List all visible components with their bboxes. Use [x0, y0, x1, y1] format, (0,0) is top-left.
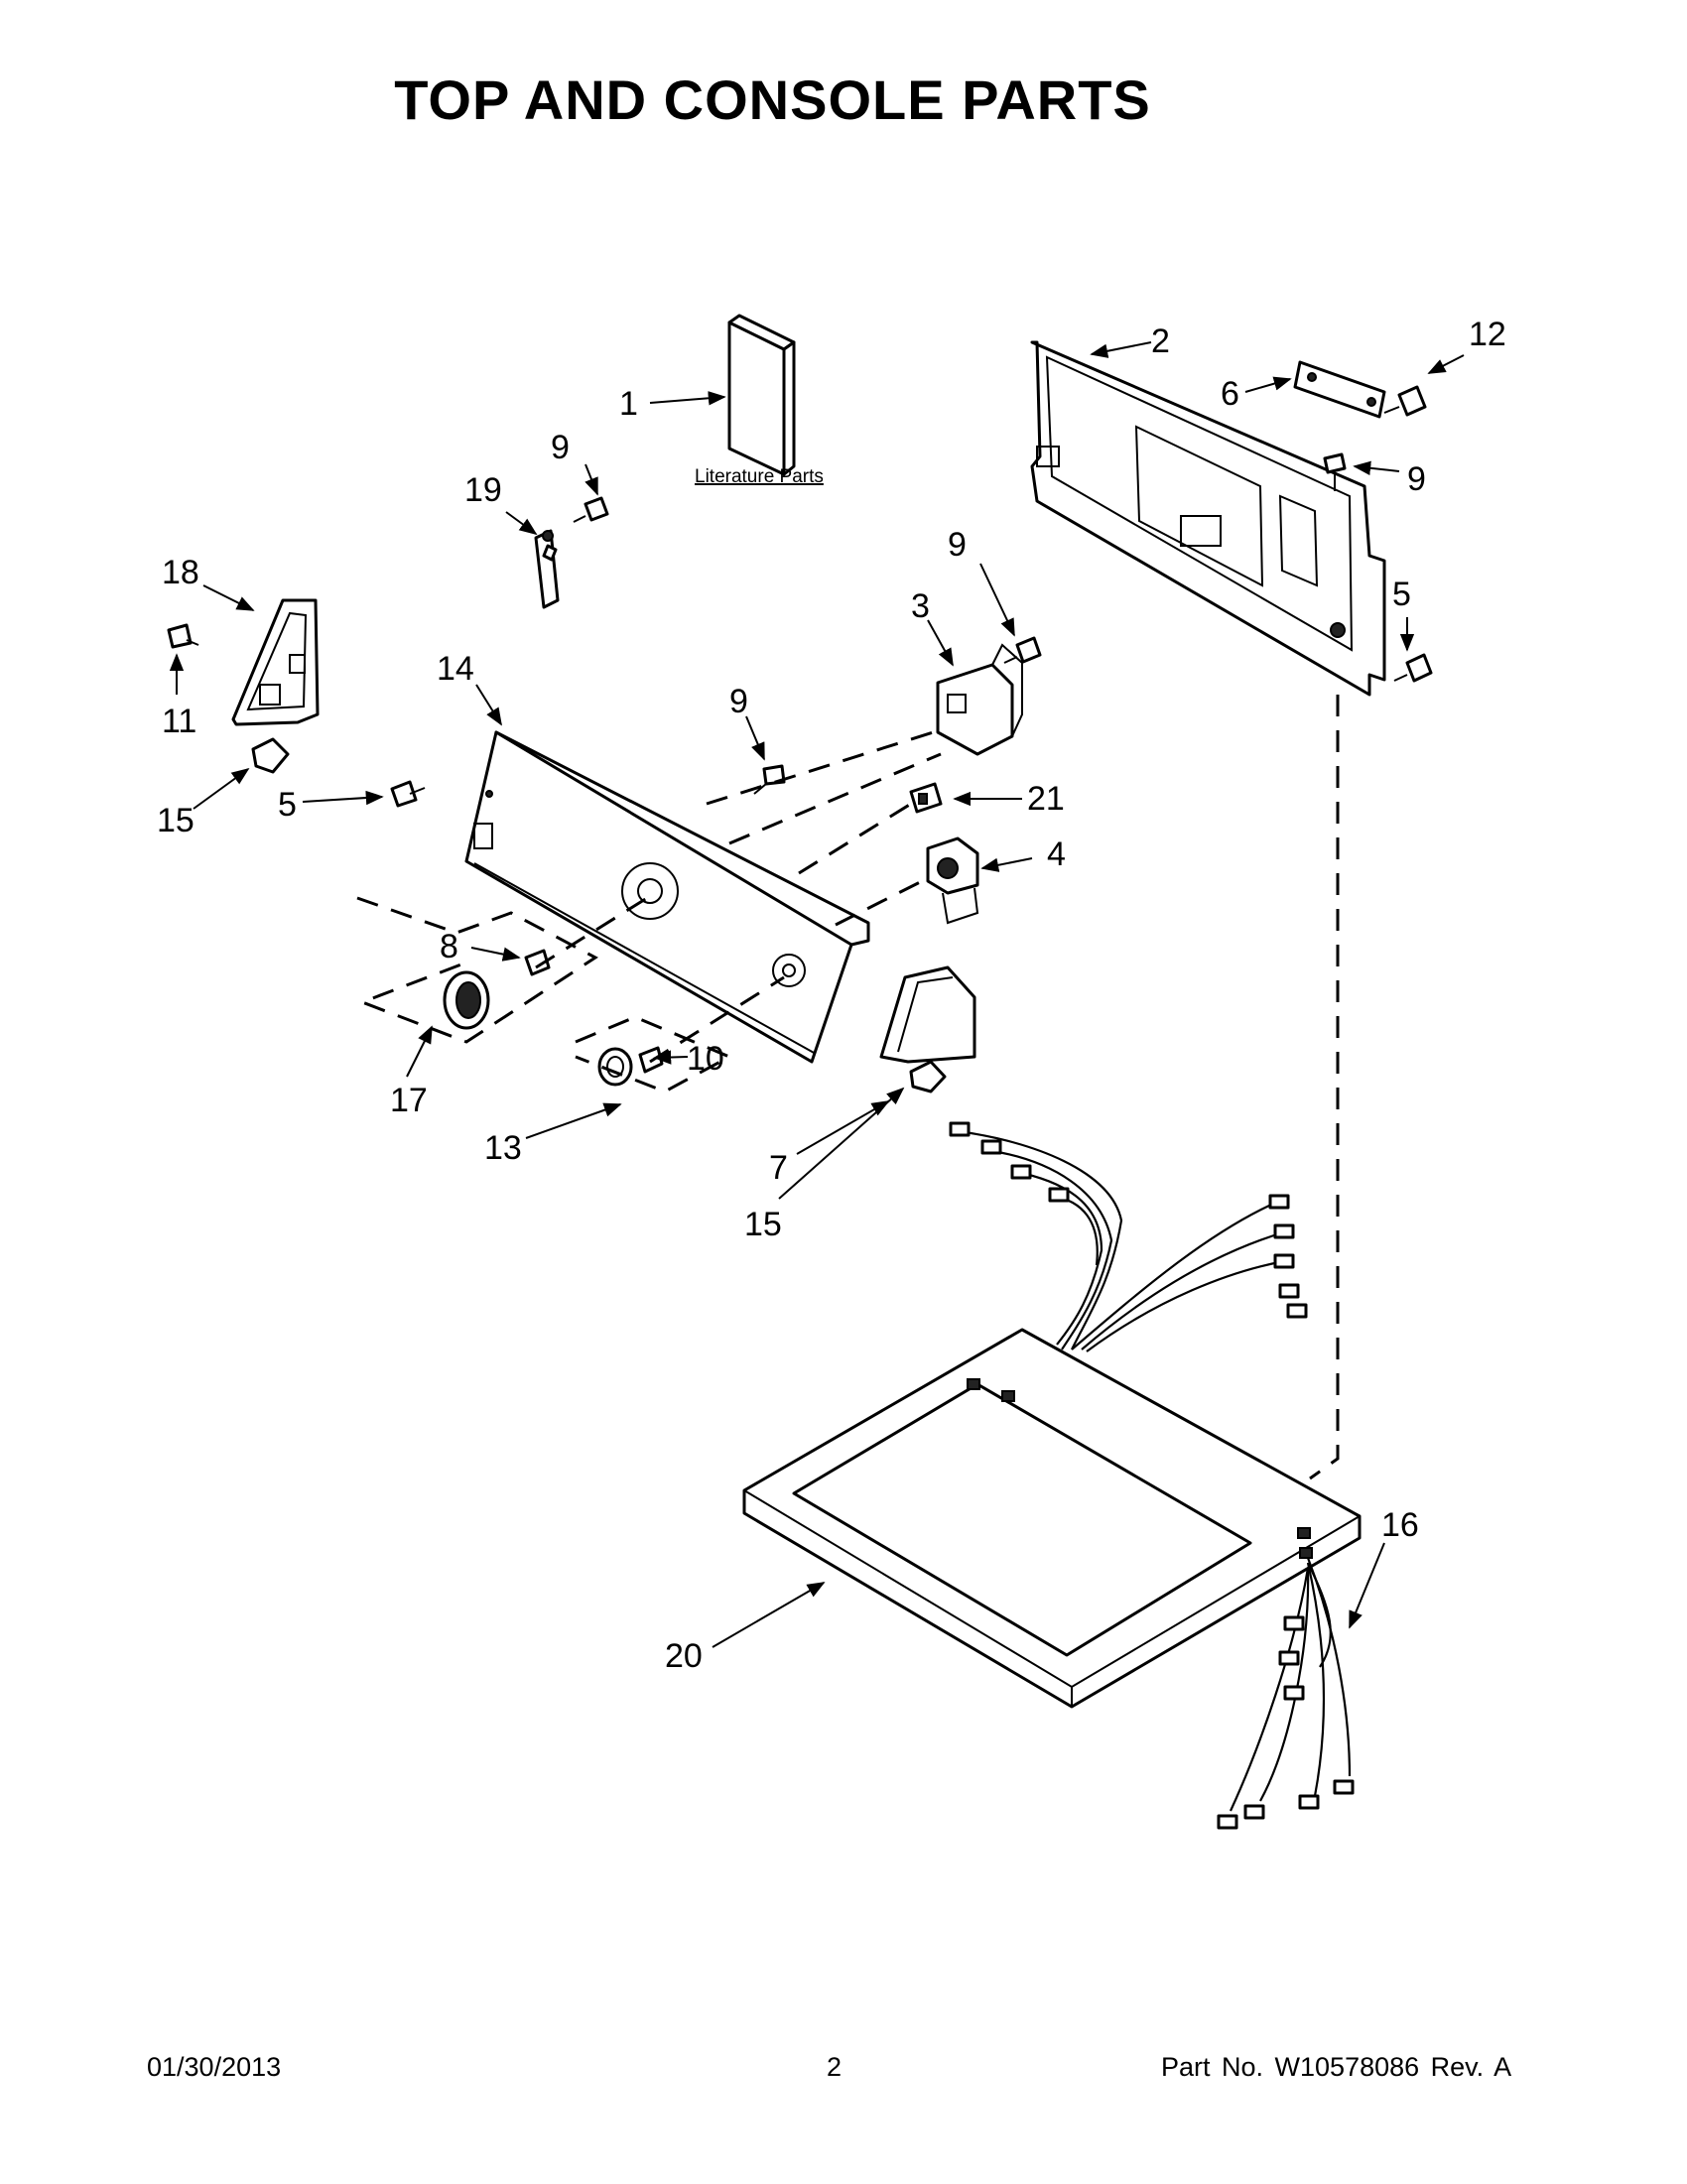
connector-21	[909, 782, 943, 814]
callout-12: 12	[1469, 316, 1506, 353]
clip-15-left	[251, 737, 290, 774]
footer-part-number: Part No. W10578086 Rev. A	[1161, 2052, 1512, 2082]
callout-18: 18	[162, 554, 199, 591]
callout-1: 1	[619, 385, 638, 423]
screw-9-switch	[1003, 636, 1042, 664]
clip-15-right	[909, 1060, 947, 1093]
callout-9-console: 9	[729, 683, 748, 720]
control-4	[926, 836, 979, 925]
screw-5-panel	[1393, 653, 1433, 683]
spacer-8	[524, 949, 551, 976]
footer-page-number: 2	[827, 2052, 843, 2082]
callout-5-console: 5	[278, 786, 297, 824]
bracket-plate	[1293, 360, 1386, 419]
screw-11	[167, 623, 199, 649]
callout-7: 7	[769, 1149, 788, 1187]
top-panel-20	[742, 1328, 1362, 1709]
button-13	[597, 1047, 633, 1087]
leaders	[169, 341, 1465, 1648]
assembly-lines	[356, 695, 1340, 1480]
callout-3: 3	[911, 587, 930, 625]
screw-5-console	[390, 780, 426, 808]
screw-9-panel	[1323, 452, 1347, 491]
callout-6: 6	[1221, 375, 1239, 413]
callout-5-panel: 5	[1392, 576, 1411, 613]
callout-10: 10	[687, 1040, 724, 1078]
footer-date: 01/30/2013	[147, 2052, 282, 2082]
screw-9-top	[573, 496, 609, 523]
callout-9-top: 9	[551, 429, 570, 466]
callout-15-left: 15	[157, 802, 195, 839]
callout-4: 4	[1047, 835, 1066, 873]
callout-14: 14	[437, 650, 474, 688]
end-cap-18	[231, 598, 320, 726]
callout-19: 19	[464, 471, 502, 509]
literature-parts-label: Literature Parts	[695, 466, 824, 487]
callout-9-panel: 9	[1407, 460, 1426, 498]
wire-harness	[949, 1121, 1355, 1830]
callout-2: 2	[1151, 322, 1170, 360]
switch-3	[936, 643, 1023, 756]
callout-16: 16	[1381, 1506, 1419, 1544]
console-14	[464, 730, 870, 1064]
callout-8: 8	[440, 928, 458, 965]
callout-20: 20	[665, 1637, 703, 1675]
callout-17: 17	[390, 1082, 428, 1119]
callout-9-switch: 9	[948, 526, 967, 564]
literature-book	[727, 314, 796, 476]
screw-12	[1383, 385, 1427, 417]
knob-17	[443, 970, 490, 1030]
end-cap-7	[879, 965, 976, 1064]
callout-21: 21	[1027, 780, 1065, 818]
console-rear-panel	[1030, 340, 1386, 697]
callout-13: 13	[484, 1129, 522, 1167]
page-title: TOP AND CONSOLE PARTS	[394, 68, 1151, 131]
clip-19	[534, 529, 560, 609]
callout-11: 11	[162, 703, 196, 740]
callout-15-right: 15	[744, 1206, 782, 1243]
